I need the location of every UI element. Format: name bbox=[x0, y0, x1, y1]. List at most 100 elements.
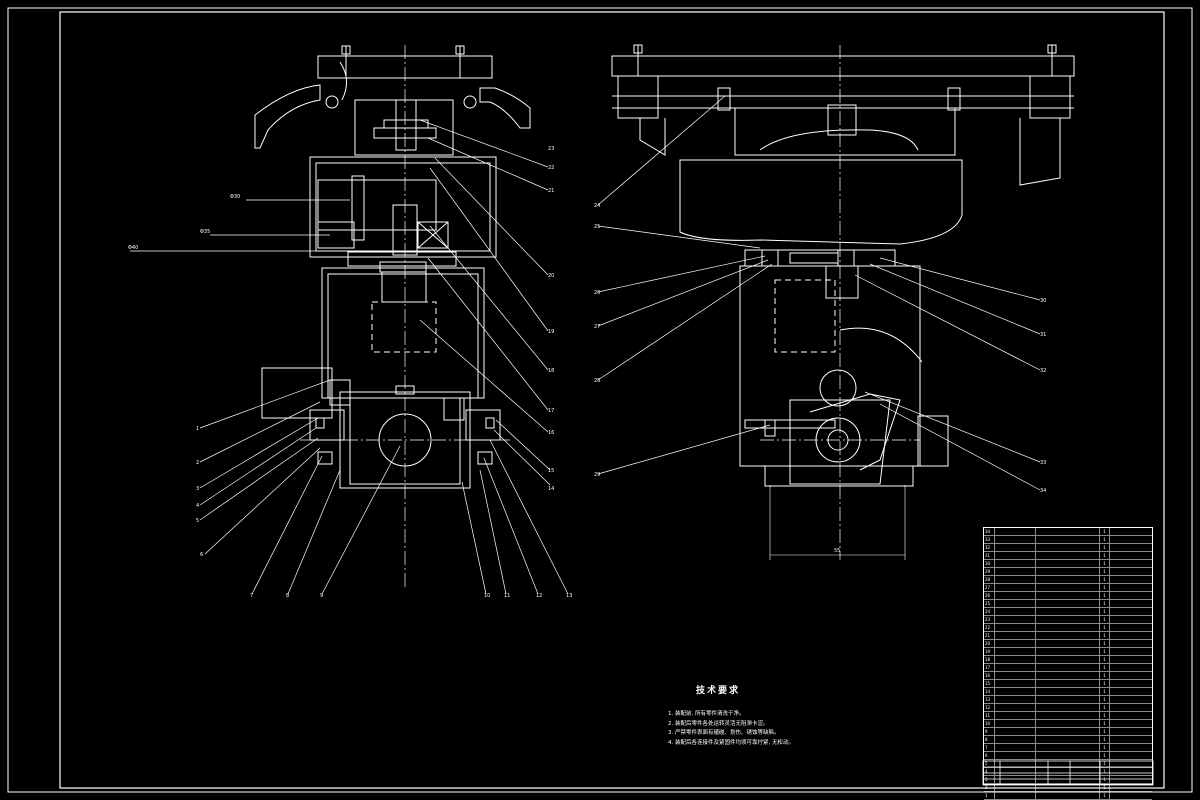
balloon-label: 14 bbox=[548, 486, 554, 492]
bom-cell-code bbox=[995, 768, 1037, 775]
bom-cell-code bbox=[995, 616, 1037, 623]
bom-cell-no: 7 bbox=[984, 744, 995, 751]
note-item: 4. 装配后各连接件及紧固件均须可靠拧紧, 无松动。 bbox=[668, 739, 794, 746]
bom-cell-qty: 1 bbox=[1100, 712, 1110, 719]
lower-housing bbox=[321, 267, 485, 399]
bom-cell-qty: 1 bbox=[1100, 736, 1110, 743]
bom-cell-no: 2 bbox=[984, 784, 995, 791]
bom-cell-name bbox=[1036, 568, 1100, 575]
bom-cell-no: 27 bbox=[984, 584, 995, 591]
bom-cell-name bbox=[1036, 696, 1100, 703]
right-hanger bbox=[1029, 75, 1071, 119]
bom-cell-mat bbox=[1110, 720, 1152, 727]
bom-cell-name bbox=[1036, 704, 1100, 711]
bom-cell-qty: 1 bbox=[1100, 544, 1110, 551]
bom-cell-name bbox=[1036, 552, 1100, 559]
bom-cell-no: 14 bbox=[984, 688, 995, 695]
turntable bbox=[744, 249, 896, 267]
bom-cell-name bbox=[1036, 616, 1100, 623]
bom-cell-mat bbox=[1110, 528, 1152, 535]
right-top-rail bbox=[611, 55, 1075, 77]
bom-cell-no: 21 bbox=[984, 632, 995, 639]
balloon-label: 12 bbox=[536, 593, 542, 599]
bolt bbox=[317, 451, 333, 465]
technical-notes: 技术要求 1. 装配前, 所有零件清洗干净。 2. 装配后零件各处运转灵活无阻滞… bbox=[668, 683, 968, 748]
left-lip bbox=[639, 118, 666, 156]
bom-cell-mat bbox=[1110, 704, 1152, 711]
bom-cell-name bbox=[1036, 544, 1100, 551]
nut bbox=[315, 417, 325, 429]
motor-body bbox=[261, 367, 333, 419]
balloon-label: 6 bbox=[200, 552, 203, 558]
bom-cell-no: 1 bbox=[984, 792, 995, 799]
balloon-label: 30 bbox=[1040, 298, 1046, 304]
dim-label-2: Φ35 bbox=[200, 229, 210, 235]
bom-cell-code bbox=[995, 760, 1037, 767]
bom-cell-no: 10 bbox=[984, 720, 995, 727]
bom-cell-qty: 1 bbox=[1100, 608, 1110, 615]
bom-cell-code bbox=[995, 752, 1037, 759]
bom-cell-name bbox=[1036, 672, 1100, 679]
bom-cell-no: 34 bbox=[984, 528, 995, 535]
bom-cell-qty: 1 bbox=[1100, 632, 1110, 639]
bom-cell-code bbox=[995, 648, 1037, 655]
bom-cell-name bbox=[1036, 592, 1100, 599]
bolt-stack bbox=[351, 175, 365, 241]
bolt-head bbox=[825, 265, 859, 299]
gearbox-housing bbox=[309, 156, 497, 258]
gear-chamber bbox=[317, 179, 437, 231]
bom-cell-no: 3 bbox=[984, 776, 995, 783]
balloon-label: 8 bbox=[286, 593, 289, 599]
bom-cell-code bbox=[995, 536, 1037, 543]
bom-cell-code bbox=[995, 600, 1037, 607]
dim-label-3: Φ40 bbox=[128, 245, 138, 251]
bom-cell-code bbox=[995, 712, 1037, 719]
bom-cell-code bbox=[995, 696, 1037, 703]
bom-cell-name bbox=[1036, 680, 1100, 687]
balloon-label: 34 bbox=[1040, 488, 1046, 494]
crank-arm bbox=[809, 393, 901, 471]
dome bbox=[759, 129, 919, 151]
pin-circle bbox=[463, 95, 477, 109]
gearbox-inner bbox=[315, 162, 491, 252]
bom-cell-mat bbox=[1110, 632, 1152, 639]
bom-cell-no: 23 bbox=[984, 616, 995, 623]
balloon-label: 27 bbox=[594, 324, 600, 330]
balloon-label: 22 bbox=[548, 165, 554, 171]
bom-cell-mat bbox=[1110, 712, 1152, 719]
bom-cell-code bbox=[995, 672, 1037, 679]
bom-cell-name bbox=[1036, 752, 1100, 759]
bom-cell-mat bbox=[1110, 664, 1152, 671]
balloon-label: 28 bbox=[594, 378, 600, 384]
bom-cell-qty: 1 bbox=[1100, 584, 1110, 591]
dim-label-4: 55 bbox=[834, 548, 840, 554]
balloon-label: 13 bbox=[566, 593, 572, 599]
bearing bbox=[417, 221, 449, 249]
balloon-label: 3 bbox=[196, 486, 199, 492]
balloon-label: 21 bbox=[548, 188, 554, 194]
bom-cell-qty: 1 bbox=[1100, 616, 1110, 623]
bolt bbox=[477, 451, 493, 465]
bom-cell-mat bbox=[1110, 792, 1152, 799]
bom-cell-code bbox=[995, 664, 1037, 671]
clamp bbox=[443, 397, 465, 421]
bom-cell-mat bbox=[1110, 584, 1152, 591]
bom-cell-name bbox=[1036, 744, 1100, 751]
bom-cell-mat bbox=[1110, 656, 1152, 663]
bom-cell-no: 11 bbox=[984, 712, 995, 719]
bom-cell-no: 18 bbox=[984, 656, 995, 663]
bom-cell-mat bbox=[1110, 736, 1152, 743]
side-bracket-right bbox=[465, 409, 501, 441]
shaft-top bbox=[395, 99, 417, 151]
